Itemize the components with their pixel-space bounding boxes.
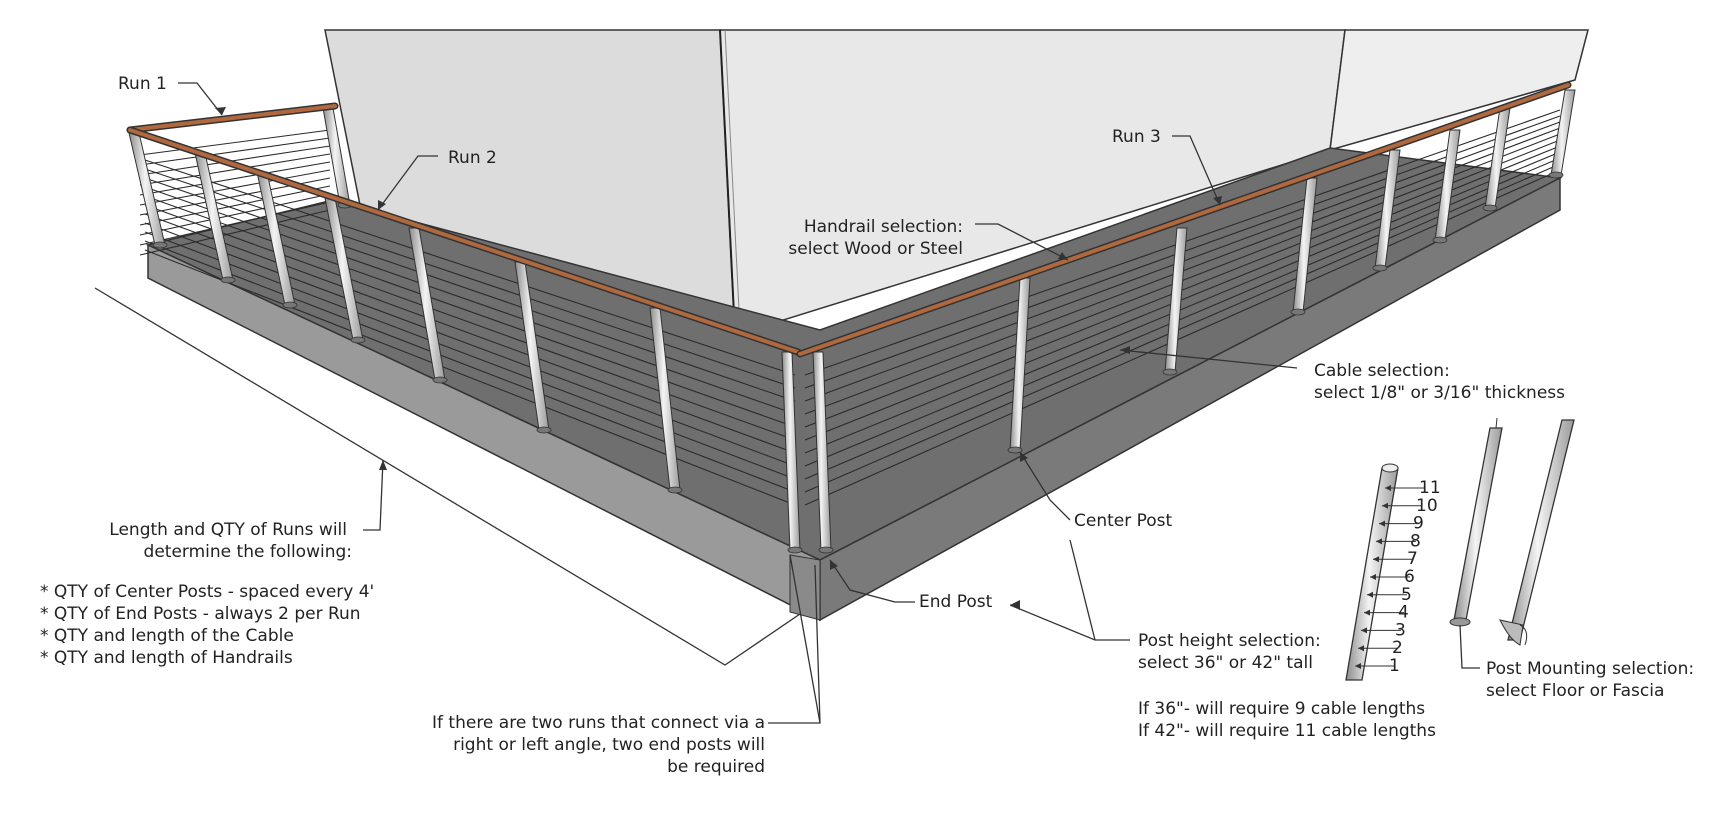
label-cable-title: Cable selection: bbox=[1314, 361, 1450, 381]
leader-lines bbox=[178, 82, 1480, 724]
cable-line bbox=[144, 204, 796, 441]
annotations: Run 1 Run 2 Run 3 Handrail selection: se… bbox=[40, 74, 1694, 777]
cable-number-9: 9 bbox=[1413, 514, 1424, 534]
post-base bbox=[432, 376, 448, 384]
cable-line bbox=[139, 153, 331, 186]
cable-line bbox=[144, 186, 796, 415]
cable-line bbox=[144, 177, 796, 402]
cable-line bbox=[139, 209, 331, 256]
label-mounting-options: select Floor or Fascia bbox=[1486, 681, 1664, 701]
label-corner-note-2: right or left angle, two end posts will bbox=[453, 735, 765, 755]
cable-line bbox=[804, 139, 1561, 441]
label-bullet-end-posts: * QTY of End Posts - always 2 per Run bbox=[40, 604, 361, 624]
label-mounting-title: Post Mounting selection: bbox=[1486, 659, 1694, 679]
post-base bbox=[350, 336, 366, 344]
post-base bbox=[818, 546, 834, 554]
cable-number-8: 8 bbox=[1410, 531, 1421, 551]
post-base bbox=[1432, 236, 1448, 244]
label-run-1: Run 1 bbox=[118, 74, 167, 94]
cable-line bbox=[139, 129, 331, 156]
cable-line bbox=[144, 231, 796, 480]
cable-number-1: 1 bbox=[1389, 656, 1400, 676]
post-base bbox=[1372, 264, 1388, 272]
label-cable-options: select 1/8" or 3/16" thickness bbox=[1314, 383, 1565, 403]
house-walls bbox=[324, 29, 1589, 337]
cable-line bbox=[139, 193, 331, 236]
label-cable-lengths-36: If 36"- will require 9 cable lengths bbox=[1138, 699, 1425, 719]
label-runs-title: Length and QTY of Runs will bbox=[109, 520, 347, 540]
cable-number-3: 3 bbox=[1395, 620, 1406, 640]
post-base bbox=[787, 546, 803, 554]
label-post-height-options: select 36" or 42" tall bbox=[1138, 653, 1313, 673]
cable-line bbox=[139, 201, 331, 246]
cable-line bbox=[144, 240, 796, 493]
cable-line bbox=[144, 168, 796, 389]
post-base bbox=[152, 241, 168, 249]
post-base bbox=[667, 486, 683, 494]
cable-number-10: 10 bbox=[1416, 496, 1438, 516]
label-center-post: Center Post bbox=[1074, 511, 1173, 531]
label-corner-note-1: If there are two runs that connect via a bbox=[432, 713, 765, 733]
cable-line bbox=[139, 145, 331, 176]
cable-number-6: 6 bbox=[1404, 567, 1415, 587]
cable-line bbox=[144, 159, 796, 376]
post-base bbox=[1548, 171, 1564, 179]
cable-line bbox=[139, 169, 331, 206]
label-bullet-center-posts: * QTY of Center Posts - spaced every 4' bbox=[40, 582, 374, 602]
railing-post bbox=[128, 132, 166, 246]
handrails bbox=[126, 81, 1572, 358]
post-base bbox=[1290, 308, 1306, 316]
cable-line bbox=[139, 137, 331, 166]
label-runs-subtitle: determine the following: bbox=[144, 542, 352, 562]
cable-number-7: 7 bbox=[1407, 549, 1418, 569]
cable-group bbox=[139, 109, 1561, 506]
railing-post bbox=[1550, 89, 1576, 176]
cable-number-5: 5 bbox=[1401, 585, 1412, 605]
post-base bbox=[1007, 446, 1023, 454]
cable-number-4: 4 bbox=[1398, 603, 1409, 623]
cable-line bbox=[144, 213, 796, 454]
post-base bbox=[220, 276, 236, 284]
post-base bbox=[282, 301, 298, 309]
cable-line bbox=[804, 145, 1561, 454]
cable-number-11: 11 bbox=[1419, 478, 1441, 498]
post-base bbox=[536, 426, 552, 434]
label-corner-note-3: be required bbox=[667, 757, 765, 777]
label-bullet-handrails: * QTY and length of Handrails bbox=[40, 648, 293, 668]
label-run-3: Run 3 bbox=[1112, 127, 1161, 147]
cable-line bbox=[144, 195, 796, 428]
cable-line bbox=[804, 157, 1561, 480]
post-base bbox=[1162, 368, 1178, 376]
cable-number-2: 2 bbox=[1392, 638, 1403, 658]
cable-line bbox=[144, 222, 796, 467]
cable-line bbox=[144, 249, 796, 506]
label-end-post: End Post bbox=[919, 592, 993, 612]
cable-line bbox=[804, 151, 1561, 467]
cable-line bbox=[804, 169, 1561, 506]
floor-mount-post bbox=[1449, 417, 1503, 627]
label-handrail-title: Handrail selection: bbox=[804, 217, 963, 237]
label-run-2: Run 2 bbox=[448, 148, 497, 168]
label-post-height-title: Post height selection: bbox=[1138, 631, 1321, 651]
label-bullet-cable: * QTY and length of the Cable bbox=[40, 626, 294, 646]
post-group bbox=[128, 89, 1576, 554]
cable-line bbox=[139, 161, 331, 196]
fascia-mount-post bbox=[1499, 419, 1575, 646]
cable-line bbox=[804, 163, 1561, 493]
label-cable-lengths-42: If 42"- will require 11 cable lengths bbox=[1138, 721, 1436, 741]
post-base bbox=[1482, 204, 1498, 212]
cable-line bbox=[139, 185, 331, 226]
label-handrail-options: select Wood or Steel bbox=[788, 239, 963, 259]
